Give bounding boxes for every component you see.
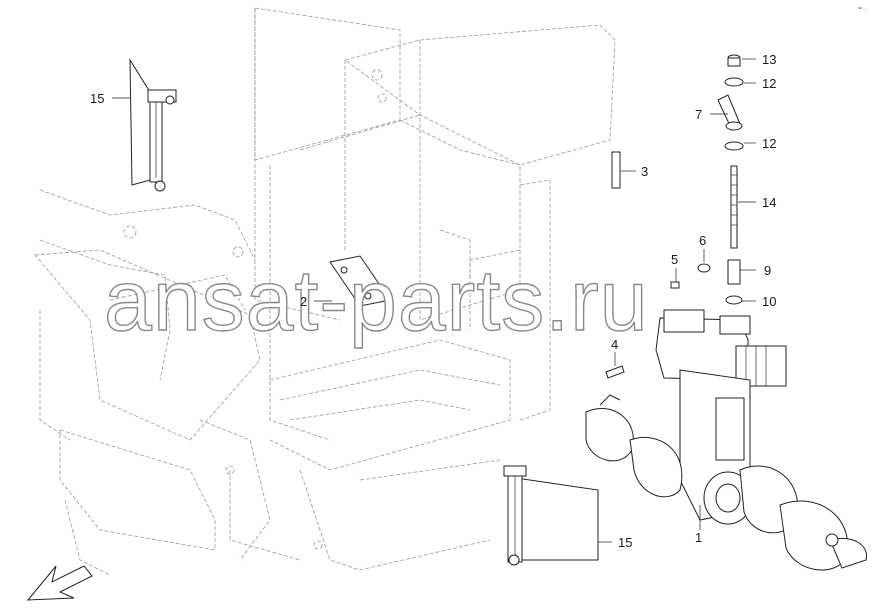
callout-1: 1 [695,530,702,545]
callout-13: 13 [762,52,776,67]
callout-2: 2 [300,294,307,309]
shield-plate-upper-part [129,58,177,192]
bracket-plate-part-2 [329,255,391,307]
adjust-screw-stack [717,54,744,305]
callout-15-upper: 15 [90,91,104,106]
callout-7: 7 [695,107,702,122]
callout-labels: 15 13 12 7 12 3 14 6 5 9 2 10 4 15 1 [90,52,776,550]
direction-arrow-icon [26,565,93,601]
callout-12-lower: 12 [762,136,776,151]
leader-lines [112,58,756,543]
callout-5: 5 [671,252,678,267]
corner-code: ᵃᵉ ... [858,6,867,12]
callout-12-upper: 12 [762,76,776,91]
callout-3: 3 [641,164,648,179]
callout-4: 4 [611,337,618,352]
callout-15-lower: 15 [618,535,632,550]
small-fasteners [605,263,711,379]
watermark-text: ansat-parts.ru [104,253,649,349]
strip-part-3 [611,151,621,189]
shield-plate-lower-part [503,465,599,566]
callout-6: 6 [699,233,706,248]
callout-9: 9 [764,263,771,278]
auger-gearbox-assembly-part-1 [585,309,868,571]
callout-14: 14 [762,195,776,210]
callout-10: 10 [762,294,776,309]
machine-frame-ghost [34,7,616,576]
